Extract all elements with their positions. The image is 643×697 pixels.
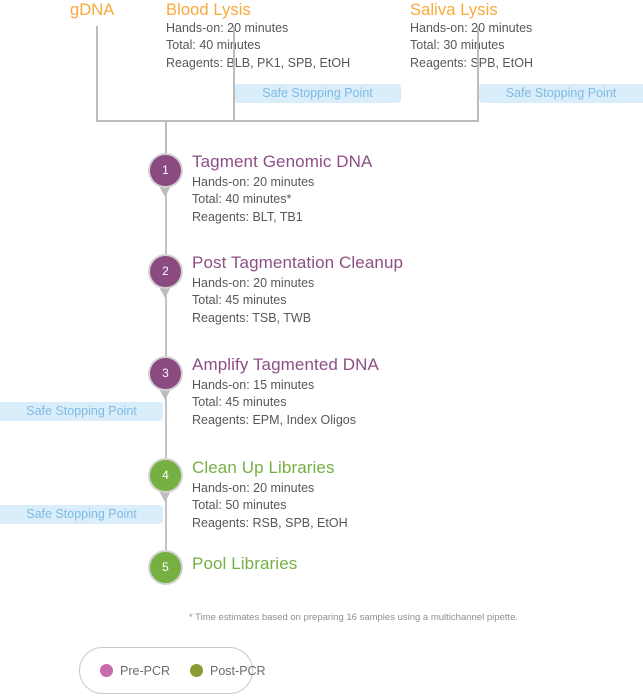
step-1-total: Total: 40 minutes* — [192, 192, 292, 207]
step-5-marker[interactable]: 5 — [150, 552, 181, 583]
safe-stopping-point-step-3: Safe Stopping Point — [0, 402, 163, 421]
step-3-reagents: Reagents: EPM, Index Oligos — [192, 412, 356, 427]
step-4-hands-on: Hands-on: 20 minutes — [192, 481, 315, 495]
step-2-hands-on: Hands-on: 20 minutes — [192, 276, 315, 290]
step-4-total: Total: 50 minutes — [192, 498, 287, 513]
blood-lysis-hands-on: Hands-on: 20 minutes — [166, 21, 289, 35]
step-1-details: Hands-on: 20 minutes Total: 40 minutes* … — [192, 174, 314, 226]
step-1-title: Tagment Genomic DNA — [192, 152, 373, 171]
step-3-title: Amplify Tagmented DNA — [192, 355, 379, 374]
step-1-reagents: Reagents: BLT, TB1 — [192, 209, 303, 224]
gdna-label: gDNA — [70, 1, 115, 19]
blood-lysis-details: Hands-on: 20 minutes Total: 40 minutes R… — [166, 20, 350, 72]
saliva-lysis-reagents: Reagents: SPB, EtOH — [410, 55, 533, 70]
legend-label-pre-pcr: Pre-PCR — [120, 663, 171, 678]
step-3-total: Total: 45 minutes — [192, 395, 287, 410]
step-4-marker-tail — [158, 489, 172, 502]
safe-stopping-point-saliva: Safe Stopping Point — [479, 84, 643, 103]
bracket-stem — [165, 120, 167, 162]
step-5-title: Pool Libraries — [192, 554, 298, 573]
saliva-lysis-hands-on: Hands-on: 20 minutes — [410, 21, 533, 35]
blood-lysis-reagents: Reagents: BLB, PK1, SPB, EtOH — [166, 55, 351, 70]
legend: Pre-PCR Post-PCR — [79, 647, 266, 694]
bracket-horizontal — [96, 120, 479, 122]
step-1-hands-on: Hands-on: 20 minutes — [192, 175, 315, 189]
step-4-title: Clean Up Libraries — [192, 458, 335, 477]
bracket-line-blood — [233, 26, 235, 122]
pre-pcr-dot-icon — [100, 664, 113, 677]
step-4-marker[interactable]: 4 — [150, 460, 181, 491]
step-3-marker[interactable]: 3 — [150, 358, 181, 389]
blood-lysis-title: Blood Lysis — [166, 1, 251, 19]
bracket-line-gdna — [96, 26, 98, 122]
step-3-hands-on: Hands-on: 15 minutes — [192, 378, 315, 392]
step-2-title: Post Tagmentation Cleanup — [192, 253, 404, 272]
saliva-lysis-details: Hands-on: 20 minutes Total: 30 minutes R… — [410, 20, 533, 72]
step-2-details: Hands-on: 20 minutes Total: 45 minutes R… — [192, 275, 314, 327]
step-2-marker[interactable]: 2 — [150, 256, 181, 287]
step-3-marker-tail — [158, 387, 172, 400]
step-2-reagents: Reagents: TSB, TWB — [192, 310, 312, 325]
saliva-lysis-total: Total: 30 minutes — [410, 38, 505, 53]
bracket-line-saliva — [477, 26, 479, 122]
step-2-total: Total: 45 minutes — [192, 293, 287, 308]
saliva-lysis-title: Saliva Lysis — [410, 1, 498, 19]
blood-lysis-total: Total: 40 minutes — [166, 38, 261, 53]
legend-item-post-pcr: Post-PCR — [190, 664, 266, 678]
legend-label-post-pcr: Post-PCR — [210, 663, 266, 678]
safe-stopping-point-step-4: Safe Stopping Point — [0, 505, 163, 524]
legend-item-pre-pcr: Pre-PCR — [100, 664, 170, 678]
step-4-details: Hands-on: 20 minutes Total: 50 minutes R… — [192, 480, 348, 532]
post-pcr-dot-icon — [190, 664, 204, 677]
step-1-marker-tail — [158, 184, 172, 197]
footnote: * Time estimates based on preparing 16 s… — [189, 612, 518, 623]
step-3-details: Hands-on: 15 minutes Total: 45 minutes R… — [192, 377, 356, 429]
step-1-marker[interactable]: 1 — [150, 155, 181, 186]
step-4-reagents: Reagents: RSB, SPB, EtOH — [192, 515, 348, 530]
step-2-marker-tail — [158, 285, 172, 298]
safe-stopping-point-blood: Safe Stopping Point — [234, 84, 401, 103]
